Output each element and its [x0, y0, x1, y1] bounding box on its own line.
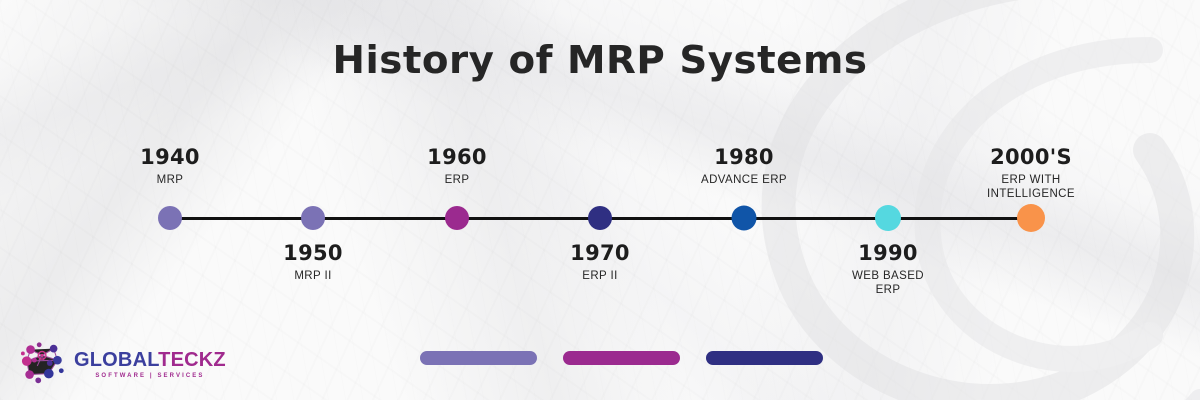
- timeline-caption: MRP II: [294, 270, 332, 283]
- timeline-caption: MRP: [156, 174, 184, 187]
- timeline-node-1980[interactable]: [731, 205, 757, 231]
- timeline-node-2000s[interactable]: [1017, 204, 1045, 232]
- timeline-node-1950[interactable]: [301, 206, 325, 230]
- timeline-year: 2000'S: [990, 145, 1072, 169]
- timeline-year: 1990: [858, 241, 918, 265]
- timeline-year: 1950: [283, 241, 343, 265]
- timeline-caption: WEB BASED ERP: [852, 270, 924, 297]
- logo-word-secondary: TECKZ: [158, 348, 226, 371]
- timeline-node-1940[interactable]: [158, 206, 182, 230]
- accent-bar-2: [563, 351, 680, 365]
- accent-bars-group: [420, 351, 823, 365]
- timeline-caption: ADVANCE ERP: [701, 174, 787, 187]
- accent-bar-3: [706, 351, 823, 365]
- logo-tagline: SOFTWARE | SERVICES: [95, 372, 205, 379]
- network-nodes-logo-icon: [20, 342, 64, 384]
- timeline-caption: ERP: [444, 174, 470, 187]
- timeline-node-1960[interactable]: [445, 206, 469, 230]
- timeline-node-1970[interactable]: [588, 206, 612, 230]
- brand-logo: GLOBALTECKZ SOFTWARE | SERVICES: [20, 339, 226, 389]
- timeline-label-2000s: 2000'S ERP WITH INTELLIGENCE: [936, 146, 1126, 202]
- logo-word-primary: GLOBAL: [74, 348, 159, 371]
- timeline-year: 1980: [714, 145, 774, 169]
- timeline-node-1990[interactable]: [875, 205, 901, 231]
- timeline-year: 1970: [570, 241, 630, 265]
- accent-bar-1: [420, 351, 537, 365]
- page-title: History of MRP Systems: [332, 38, 868, 82]
- logo-wordmark: GLOBALTECKZ: [74, 350, 226, 370]
- timeline-year: 1940: [140, 145, 200, 169]
- timeline-caption: ERP II: [582, 270, 618, 283]
- timeline-caption: ERP WITH INTELLIGENCE: [987, 174, 1075, 201]
- timeline-year: 1960: [427, 145, 487, 169]
